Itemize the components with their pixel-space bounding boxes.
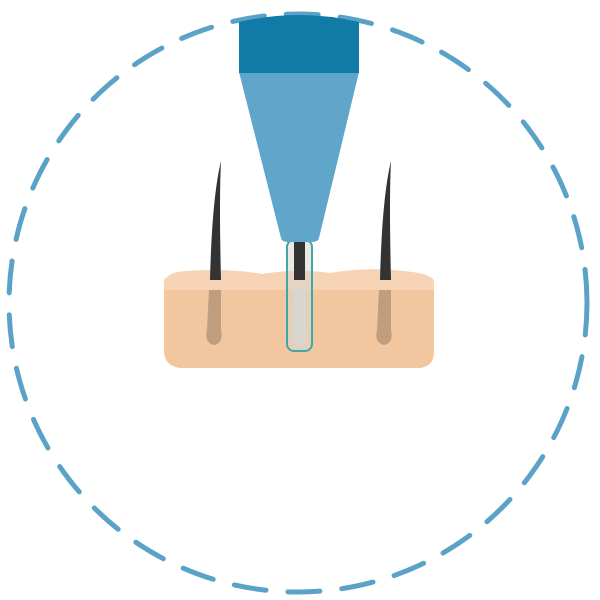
extraction-device: [239, 15, 359, 242]
hair-shaft-center: [294, 240, 305, 280]
follicle-root-left: [206, 290, 222, 345]
follicle-root-center: [291, 288, 307, 346]
dashed-ring: [6, 11, 590, 595]
hair-shaft-left: [210, 161, 221, 280]
hair-follicle-right: [376, 161, 392, 345]
device-cone: [239, 72, 359, 242]
hair-follicle-left: [206, 161, 222, 345]
punch-tube: [286, 239, 313, 352]
follicle-root-right: [376, 290, 392, 345]
device-cap: [239, 15, 359, 73]
hair-shaft-right: [380, 161, 391, 280]
